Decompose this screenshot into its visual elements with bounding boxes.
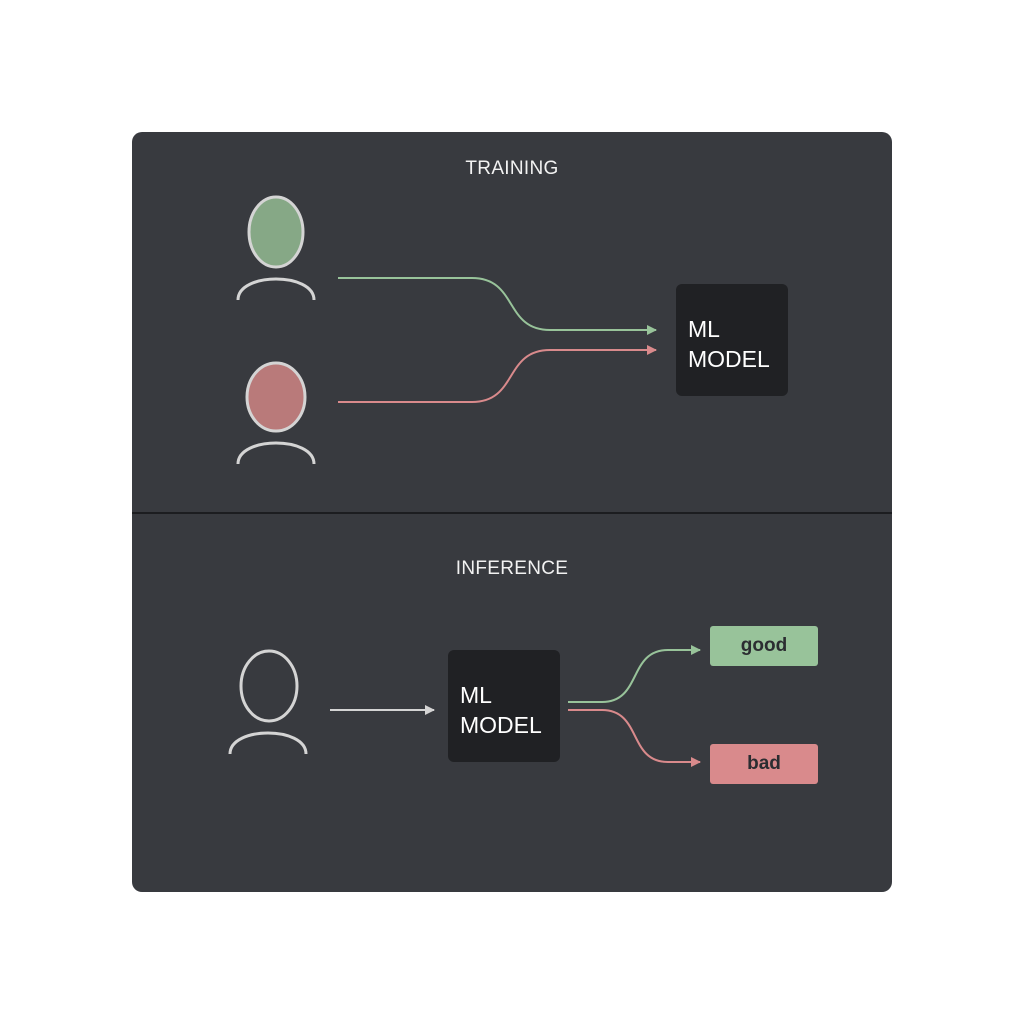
inference-section-title: INFERENCE: [455, 558, 569, 579]
diagram-panel: TRAINING INFERENCE: [132, 132, 892, 892]
section-divider: [132, 512, 892, 514]
person-unlabeled-icon: [228, 649, 308, 755]
training-model-line1: ML: [688, 316, 720, 342]
inference-arrow-bad: [568, 709, 701, 767]
person-good-icon: [236, 195, 316, 301]
training-model-line2: MODEL: [688, 346, 770, 372]
person-bad-icon: [236, 361, 316, 465]
inference-arrow-good: [568, 645, 701, 703]
output-bad-label: bad: [710, 744, 818, 784]
diagram-graphics: [228, 195, 701, 767]
inference-model-line1: ML: [460, 682, 492, 708]
training-section-title: TRAINING: [465, 158, 559, 179]
output-good-label: good: [710, 626, 818, 666]
inference-model-line2: MODEL: [460, 712, 542, 738]
training-arrow-good: [338, 277, 657, 335]
training-arrow-bad: [338, 345, 657, 403]
inference-ml-model-box: ML MODEL: [448, 650, 560, 762]
training-ml-model-box: ML MODEL: [676, 284, 788, 396]
